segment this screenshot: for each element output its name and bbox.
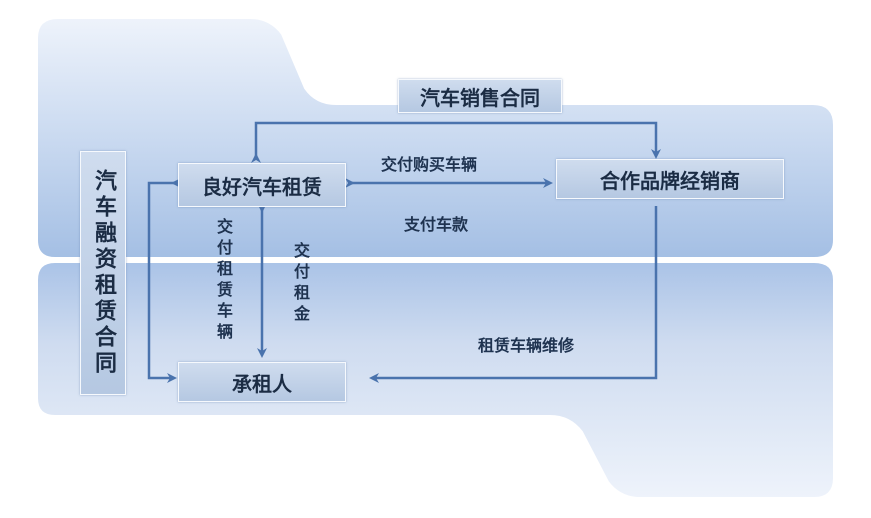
finance-lease-contract-box: 汽车融资租赁合同 (80, 151, 126, 395)
sales-contract-arrow (251, 121, 661, 163)
flow-arrows (147, 121, 661, 383)
lessor-label: 良好汽车租赁 (202, 174, 322, 199)
lessor-box: 良好汽车租赁 (178, 163, 346, 207)
finance-lease-arrow (147, 178, 181, 383)
deliver-purchased-vehicle-label: 交付购买车辆 (381, 155, 478, 174)
lessee-label: 承租人 (232, 371, 292, 396)
finance-lease-contract-label: 汽车融资租赁合同 (91, 169, 116, 377)
bottom-panel (36, 261, 835, 499)
sales-contract-label: 汽车销售合同 (420, 85, 540, 110)
lessee-box: 承租人 (178, 362, 346, 402)
sales-contract-box: 汽车销售合同 (398, 79, 562, 113)
pay-vehicle-price-label: 支付车款 (404, 215, 469, 234)
dealer-box: 合作品牌经销商 (556, 159, 784, 199)
leased-vehicle-maintenance-label: 租赁车辆维修 (478, 336, 575, 355)
dealer-label: 合作品牌经销商 (600, 168, 740, 193)
maintenance-arrow (369, 206, 658, 383)
pay-rent-label: 交付租金 (291, 242, 310, 326)
deliver-leased-vehicle-label: 交付租赁车辆 (214, 218, 233, 344)
